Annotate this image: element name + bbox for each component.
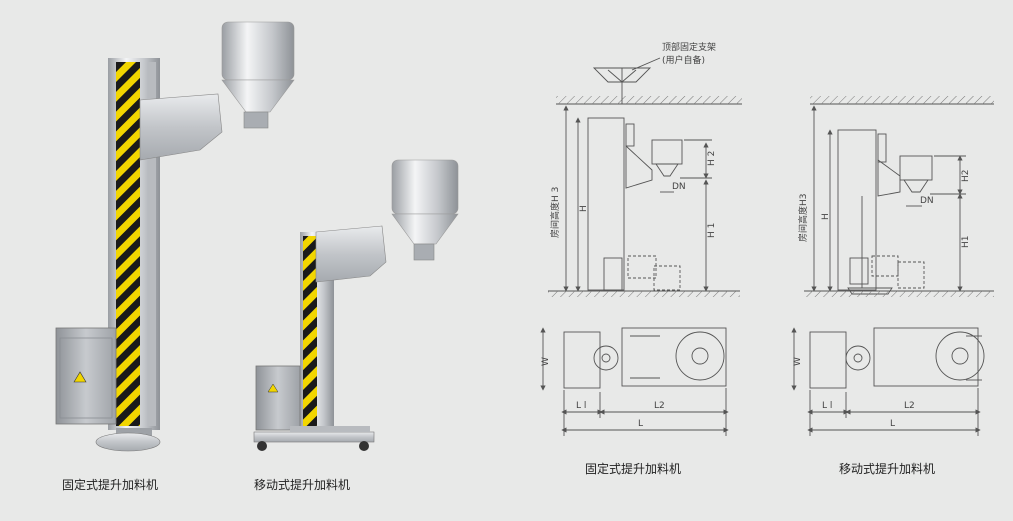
fixed-dn-label: DN — [672, 182, 686, 192]
mobile-dn-label: DN — [920, 196, 934, 206]
top-bracket-label: 顶部固定支架 — [662, 41, 716, 53]
fixed-l2-label: L2 — [654, 401, 665, 411]
mobile-photo-caption: 移动式提升加料机 — [254, 478, 351, 492]
fixed-lifter-photo — [55, 21, 295, 452]
mobile-drawing-caption: 移动式提升加料机 — [839, 462, 936, 476]
fixed-plan-drawing — [540, 327, 729, 436]
mobile-h2-label: H2 — [961, 170, 971, 183]
mobile-l-label: L — [890, 419, 895, 429]
mobile-w-label: W — [793, 357, 803, 366]
fixed-h-label: H — [579, 205, 589, 212]
fixed-photo-caption: 固定式提升加料机 — [62, 478, 159, 492]
fixed-h2-label: H 2 — [707, 151, 717, 166]
mobile-h-label: H — [821, 213, 831, 220]
mobile-lifter-photo — [253, 159, 459, 451]
fixed-drawing-caption: 固定式提升加料机 — [585, 462, 682, 476]
mobile-h1-label: H1 — [961, 236, 971, 249]
fixed-w-label: W — [541, 357, 551, 366]
fixed-elevation-drawing — [548, 57, 742, 297]
fixed-l1-label: L l — [576, 401, 586, 411]
mobile-l1-label: L l — [822, 401, 832, 411]
mobile-l2-label: L2 — [904, 401, 915, 411]
fixed-l-label: L — [638, 419, 643, 429]
mobile-plan-drawing — [791, 327, 985, 436]
fixed-room-height-label: 房间高度H 3 — [549, 187, 561, 238]
mobile-room-height-label: 房间高度H3 — [797, 194, 809, 243]
fixed-h1-label: H 1 — [707, 223, 717, 238]
mobile-elevation-drawing — [804, 96, 994, 297]
top-bracket-note: (用户自备) — [662, 54, 705, 66]
